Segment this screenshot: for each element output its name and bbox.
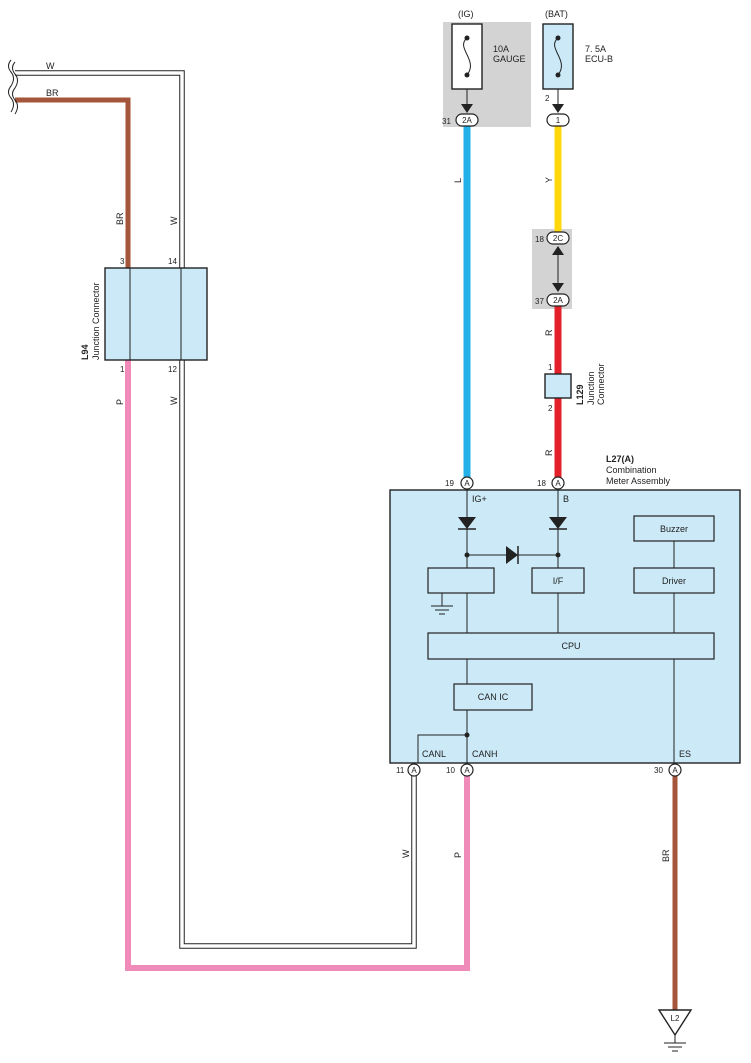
wire-label-br-ground: BR (661, 849, 671, 862)
ig-fuse-name: GAUGE (493, 54, 526, 64)
wire-label-br-top: BR (46, 88, 59, 98)
bat-connector (546, 113, 570, 127)
pin-es (668, 763, 682, 777)
wire-label-w-left: W (169, 396, 179, 405)
l94-pin-3: 3 (120, 257, 125, 266)
wire-label-br-vert: BR (115, 212, 125, 225)
ground-point-l2 (657, 1009, 693, 1037)
meter-name-1: Combination (606, 465, 657, 475)
diode-icon (506, 546, 518, 564)
pin-es-number: 30 (654, 766, 663, 775)
pin-canl-number: 11 (396, 766, 405, 775)
wire-label-r2: R (544, 449, 554, 456)
l129-label-1: Junction (586, 371, 596, 405)
pin-igp-number: 19 (445, 479, 454, 488)
ig-connector (455, 113, 479, 127)
buzzer-block-label: Buzzer (660, 524, 688, 534)
ground-label: L2 (671, 1014, 680, 1023)
ig-fuse-rating: 10A (493, 44, 509, 54)
cpu-block-label: CPU (561, 641, 580, 651)
j2c-connector-code: 2C (553, 234, 563, 243)
arrow-icon (552, 104, 564, 113)
pin-b-conn: A (555, 479, 561, 488)
if-block-label: I/F (553, 576, 564, 586)
ground-icon (431, 605, 453, 615)
regulator-block (427, 567, 495, 594)
ig-connector-code: 2A (462, 116, 472, 125)
j2a-connector (546, 293, 570, 307)
bat-fuse-rating: 7. 5A (585, 44, 606, 54)
bat-pin-number: 2 (545, 94, 550, 103)
j2c-connector (546, 231, 570, 245)
bat-connector-code: 1 (556, 116, 561, 125)
wire-p (125, 358, 470, 971)
bat-fuse-element (554, 35, 562, 78)
pin-canh (460, 763, 474, 777)
l94-pin-12: 12 (168, 365, 177, 374)
l94-junction-connector (104, 267, 208, 361)
arrow-up-icon (552, 246, 564, 255)
wire-w (15, 70, 417, 949)
can-ic-block-label: CAN IC (478, 692, 509, 702)
arrow-icon (461, 104, 473, 113)
wire-label-p-low: P (453, 852, 463, 858)
j2a-connector-code: 2A (553, 296, 563, 305)
pin-canh-conn: A (464, 766, 470, 775)
pin-canl (407, 763, 421, 777)
l94-label: Junction Connector (91, 282, 101, 360)
driver-block-label: Driver (662, 576, 686, 586)
l129-pin-1: 1 (548, 363, 553, 372)
can-ic-block (453, 683, 533, 711)
ig-pin-number: 31 (442, 117, 451, 126)
wire-label-p-left: P (115, 399, 125, 405)
pin-canh-label: CANH (472, 749, 498, 759)
wire-label-y: Y (544, 177, 554, 183)
wire-break-mark (8, 59, 18, 115)
l129-label-2: Connector (596, 363, 606, 405)
ig-fuse (451, 23, 483, 90)
arrow-icon (552, 283, 564, 292)
wire-label-l: L (453, 178, 463, 183)
pin-canh-number: 10 (446, 766, 455, 775)
wire-label-w-vert: W (169, 216, 179, 225)
pin-b-number: 18 (537, 479, 546, 488)
pin-canl-conn: A (411, 766, 417, 775)
l129-pin-2: 2 (548, 404, 553, 413)
ig-fuse-element (463, 35, 471, 78)
pin-canl-label: CANL (422, 749, 446, 759)
l94-pin-1: 1 (120, 365, 125, 374)
diode-icon (549, 517, 567, 529)
bat-fuse (542, 23, 574, 90)
diode-icon (458, 517, 476, 529)
meter-id: L27(A) (606, 454, 634, 464)
l129-junction-connector (544, 373, 572, 399)
pin-es-label: ES (679, 749, 691, 759)
cpu-block (427, 632, 715, 660)
bat-circuit-label: (BAT) (545, 9, 568, 19)
pin-igp-conn: A (464, 479, 470, 488)
pin-es-conn: A (672, 766, 678, 775)
l94-id: L94 (80, 344, 90, 360)
ig-circuit-label: (IG) (458, 9, 474, 19)
wire-label-r1: R (544, 329, 554, 336)
combination-meter-assembly (389, 489, 741, 764)
meter-name-2: Meter Assembly (606, 476, 671, 486)
pin-igp-label: IG+ (472, 494, 487, 504)
j2c-pin-number: 18 (535, 235, 544, 244)
j2a-pin-number: 37 (535, 297, 544, 306)
wire-br-top (15, 97, 131, 268)
l129-id: L129 (575, 384, 585, 405)
wire-label-w-top: W (46, 61, 55, 71)
wire-label-w-low: W (401, 849, 411, 858)
ground-icon (664, 1042, 686, 1052)
bat-fuse-name: ECU-B (585, 54, 613, 64)
pin-b-label: B (563, 494, 569, 504)
l94-pin-14: 14 (168, 257, 177, 266)
